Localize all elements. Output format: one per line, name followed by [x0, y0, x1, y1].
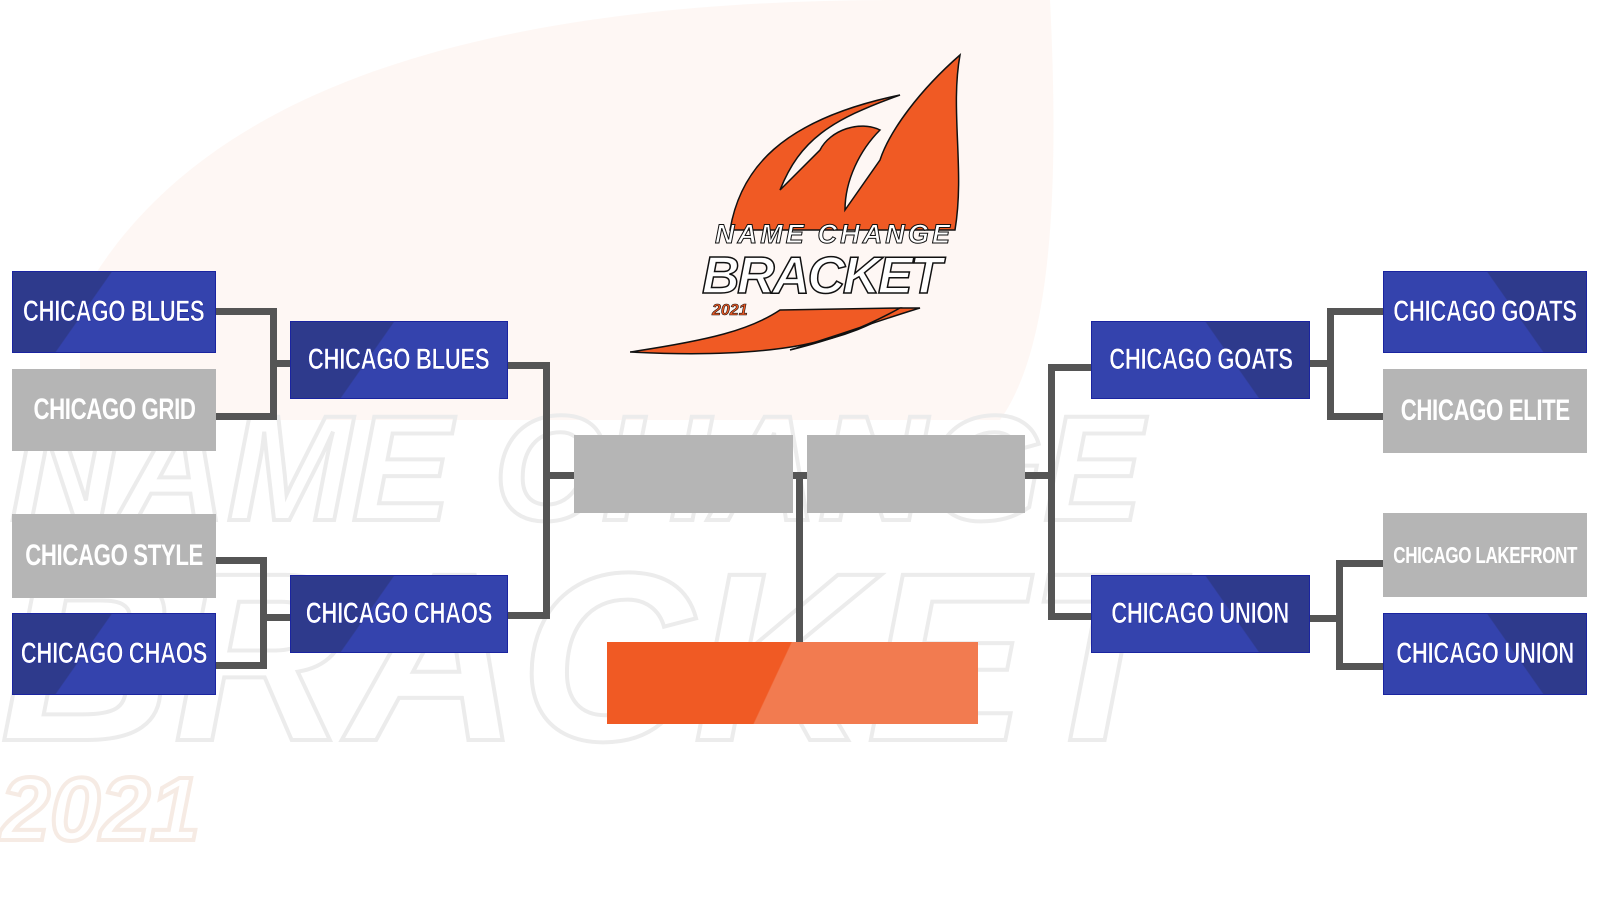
connector [1048, 613, 1091, 620]
connector [260, 614, 290, 621]
connector [1327, 413, 1383, 420]
team-name: CHICAGO GOATS [1393, 295, 1577, 329]
connector [1025, 472, 1055, 479]
team-slot-left-r1-4[interactable]: CHICAGO CHAOS [12, 613, 216, 695]
connector [216, 308, 277, 315]
connector [1336, 560, 1343, 670]
team-slot-left-r2-1[interactable]: CHICAGO BLUES [290, 321, 508, 399]
svg-text:NAME CHANGE: NAME CHANGE [715, 219, 951, 249]
team-name: CHICAGO STYLE [25, 539, 203, 572]
team-name: CHICAGO BLUES [23, 295, 205, 329]
team-name: CHICAGO ELITE [1400, 394, 1570, 427]
team-name: CHICAGO GRID [32, 393, 196, 426]
team-slot-left-r2-2[interactable]: CHICAGO CHAOS [290, 575, 508, 653]
connector [1336, 663, 1383, 670]
connector [1310, 615, 1343, 622]
team-slot-left-r1-1[interactable]: CHICAGO BLUES [12, 271, 216, 353]
team-name: CHICAGO BLUES [308, 343, 490, 377]
finalist-slot-right[interactable] [807, 435, 1025, 513]
svg-text:BRACKET: BRACKET [702, 247, 946, 305]
team-name: CHICAGO LAKEFRONT [1393, 541, 1577, 568]
connector [1336, 560, 1383, 567]
connector [1327, 308, 1383, 315]
connector [543, 472, 574, 479]
connector [216, 662, 267, 669]
team-name: CHICAGO GOATS [1108, 343, 1293, 377]
connector [1327, 308, 1334, 420]
connector [1048, 364, 1055, 620]
team-name: CHICAGO CHAOS [20, 637, 208, 671]
connector [508, 612, 550, 619]
connector [1310, 360, 1334, 367]
team-slot-right-r1-1[interactable]: CHICAGO GOATS [1383, 271, 1587, 353]
connector [543, 362, 550, 619]
team-slot-right-r2-2[interactable]: CHICAGO UNION [1091, 575, 1310, 653]
connector [1048, 364, 1091, 371]
team-slot-right-r1-4[interactable]: CHICAGO UNION [1383, 613, 1587, 695]
name-change-bracket-logo: NAME CHANGE BRACKET 2021 [630, 53, 962, 355]
team-name: CHICAGO UNION [1396, 637, 1575, 671]
team-slot-right-r2-1[interactable]: CHICAGO GOATS [1091, 321, 1310, 399]
connector [216, 413, 277, 420]
connector [270, 360, 290, 367]
champion-slot[interactable] [607, 642, 978, 724]
team-slot-left-r1-2[interactable]: CHICAGO GRID [12, 369, 216, 451]
team-slot-right-r1-2[interactable]: CHICAGO ELITE [1383, 369, 1587, 453]
team-slot-left-r1-3[interactable]: CHICAGO STYLE [12, 514, 216, 598]
team-name: CHICAGO CHAOS [305, 597, 493, 631]
finalist-slot-left[interactable] [574, 435, 793, 513]
connector [508, 362, 550, 369]
connector [796, 472, 803, 642]
team-slot-right-r1-3[interactable]: CHICAGO LAKEFRONT [1383, 513, 1587, 597]
team-name: CHICAGO UNION [1111, 597, 1290, 631]
connector [260, 557, 267, 669]
connector [216, 557, 267, 564]
svg-text:2021: 2021 [711, 302, 748, 319]
svg-text:2021: 2021 [0, 760, 200, 860]
